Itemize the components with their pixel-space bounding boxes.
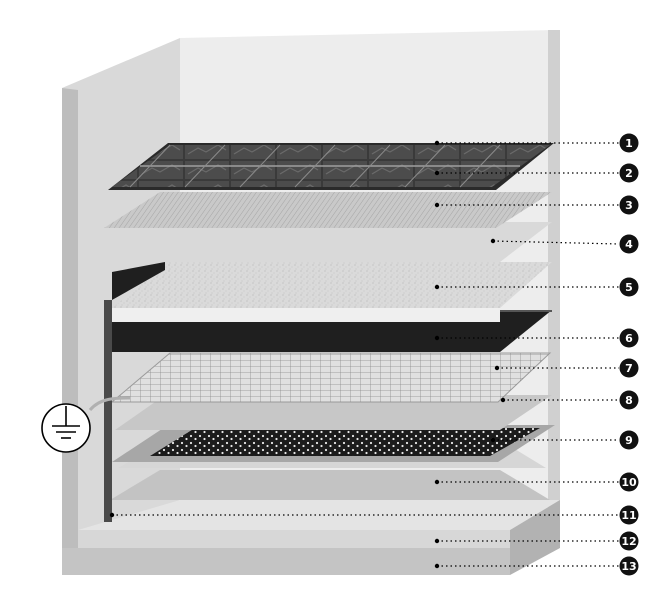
layer-10-base-sheet bbox=[110, 470, 550, 500]
leader-anchor-8 bbox=[500, 397, 506, 403]
leader-anchor-3 bbox=[434, 202, 440, 208]
left-wall-edge bbox=[62, 88, 78, 548]
callout-badge-7 bbox=[619, 358, 639, 378]
leader-anchor-13 bbox=[434, 563, 440, 569]
right-wall-edge bbox=[548, 30, 560, 520]
leader-anchor-2 bbox=[434, 170, 440, 176]
callout-badge-3 bbox=[619, 195, 639, 215]
callout-badge-10 bbox=[619, 472, 639, 492]
leader-anchor-6 bbox=[434, 335, 440, 341]
leader-line-4 bbox=[492, 240, 620, 245]
callout-badge-12 bbox=[619, 531, 639, 551]
grounding-conductor bbox=[104, 300, 112, 522]
callout-badge-5 bbox=[619, 277, 639, 297]
callout-badge-13 bbox=[619, 556, 639, 576]
callout-badge-9 bbox=[619, 430, 639, 450]
layer-5-left-black bbox=[112, 262, 165, 300]
ground-cable bbox=[88, 396, 131, 412]
leader-anchor-7 bbox=[494, 365, 500, 371]
leader-anchor-12 bbox=[434, 538, 440, 544]
callout-number-8: 8 bbox=[625, 394, 633, 407]
layer-1-cell-lines bbox=[129, 144, 501, 188]
leader-anchor-10 bbox=[434, 479, 440, 485]
callout-badge-6 bbox=[619, 328, 639, 348]
layer-5-top bbox=[112, 262, 552, 308]
callout-number-11: 11 bbox=[621, 509, 636, 522]
leader-anchor-5 bbox=[434, 284, 440, 290]
callout-badge-11 bbox=[619, 505, 639, 525]
callout-badge-8 bbox=[619, 390, 639, 410]
callout-number-7: 7 bbox=[625, 362, 633, 375]
callout-number-4: 4 bbox=[625, 238, 633, 251]
leader-anchor-11 bbox=[109, 512, 115, 518]
callout-number-9: 9 bbox=[625, 434, 633, 447]
layer-8-sheet bbox=[115, 395, 552, 430]
layer-4-sheet bbox=[108, 222, 552, 262]
floor-slab-front bbox=[62, 548, 510, 575]
callout-number-10: 10 bbox=[621, 476, 637, 489]
ground-icon bbox=[41, 403, 91, 453]
leader-anchor-1 bbox=[434, 140, 440, 146]
callout-badge-2 bbox=[619, 163, 639, 183]
callout-number-2: 2 bbox=[625, 167, 633, 180]
layer-5-front bbox=[112, 308, 500, 322]
floor-slab-strip bbox=[78, 530, 510, 548]
callout-number-6: 6 bbox=[625, 332, 633, 345]
layer-3-hatched-sheet bbox=[104, 192, 552, 228]
floor-slab-right bbox=[510, 500, 560, 575]
callout-badge-1 bbox=[619, 133, 639, 153]
callout-number-5: 5 bbox=[625, 281, 633, 294]
callout-number-13: 13 bbox=[621, 560, 636, 573]
callout-number-1: 1 bbox=[625, 137, 633, 150]
layer-7-mesh-grid bbox=[112, 353, 550, 402]
callout-number-12: 12 bbox=[621, 535, 636, 548]
leader-anchor-9 bbox=[490, 437, 496, 443]
callout-badge-4 bbox=[619, 234, 639, 254]
callout-number-3: 3 bbox=[625, 199, 633, 212]
layer-9-dotted-heating-mat bbox=[150, 428, 540, 456]
leader-anchor-4 bbox=[490, 238, 496, 244]
